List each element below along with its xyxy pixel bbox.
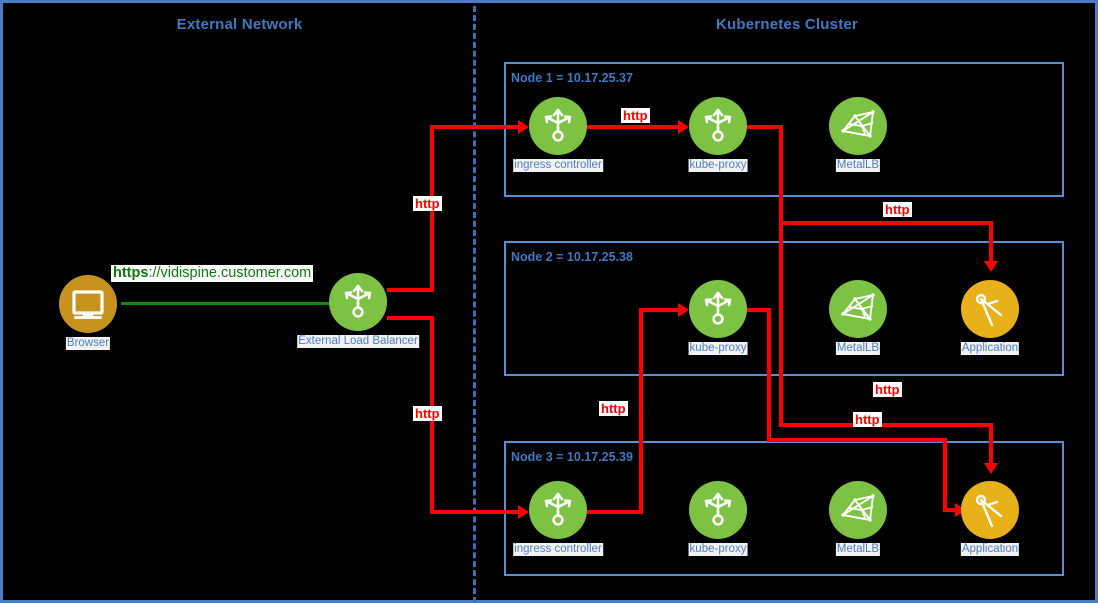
url-rest: ://vidispine.customer.com	[148, 265, 312, 281]
wire-app3-entry	[943, 508, 963, 512]
mesh-icon	[841, 110, 875, 138]
wire-ingress3-up	[639, 308, 643, 514]
wire-proxy2-down	[767, 308, 771, 442]
node3-ingress-controller[interactable]: ingress controller	[513, 481, 603, 556]
node3-application-label: Application	[960, 543, 1020, 556]
wire-proxy2-to-app3	[767, 438, 947, 442]
compass-icon	[975, 494, 1003, 528]
node-box-1	[504, 62, 1064, 197]
https-url-label: https://vidispine.customer.com	[111, 265, 314, 282]
wire-into-app3-from-node1	[989, 423, 993, 467]
node3-kube-proxy[interactable]: kube-proxy	[688, 481, 748, 556]
wire-proxy1-to-app2	[779, 221, 993, 225]
trident-icon	[544, 108, 572, 142]
url-scheme: https	[113, 265, 149, 281]
browser-node[interactable]: Browser	[59, 275, 117, 350]
node3-metallb-label: MetalLB	[835, 543, 881, 556]
node-2-label: Node 2 = 10.17.25.38	[511, 250, 633, 264]
node2-application[interactable]: Application	[960, 280, 1020, 355]
network-boundary-divider	[473, 6, 476, 603]
trident-icon	[704, 108, 732, 142]
wire-proxy1-to-app3	[779, 423, 993, 427]
trident-icon	[344, 284, 372, 318]
http-label-proxy1-app2: http	[883, 202, 912, 217]
wire-browser-to-lb	[121, 302, 336, 305]
trident-icon	[544, 492, 572, 526]
monitor-icon	[72, 290, 104, 319]
kubernetes-cluster-title: Kubernetes Cluster	[716, 16, 858, 33]
wire-into-app3-side	[943, 438, 947, 510]
wire-to-node3-ingress	[430, 510, 523, 514]
external-network-title: External Network	[176, 16, 303, 33]
http-label-ingress1-proxy1: http	[621, 108, 650, 123]
arrowhead-node3-ingress	[518, 505, 529, 519]
trident-icon	[704, 492, 732, 526]
browser-label: Browser	[65, 337, 111, 350]
wire-into-app2	[989, 221, 993, 265]
node1-ingress-controller-label: ingress controller	[513, 159, 603, 172]
http-label-proxy1-app3: http	[853, 412, 882, 427]
wire-ingress1-to-proxy1	[587, 125, 683, 129]
node1-kube-proxy[interactable]: kube-proxy	[688, 97, 748, 172]
wire-to-node2-proxy	[639, 308, 683, 312]
external-load-balancer-label: External Load Balancer	[297, 335, 419, 348]
node1-metallb-label: MetalLB	[835, 159, 881, 172]
arrowhead-node1-ingress	[518, 120, 529, 134]
wire-proxy1-exit	[747, 125, 783, 129]
node2-metallb-label: MetalLB	[835, 342, 881, 355]
application-circle-3	[961, 481, 1019, 539]
http-label-lb-node3: http	[413, 406, 442, 421]
http-label-proxy2-app3: http	[873, 382, 902, 397]
compass-icon	[975, 293, 1003, 327]
wire-proxy1-down	[779, 125, 783, 427]
wire-proxy2-exit	[747, 308, 771, 312]
node3-application[interactable]: Application	[960, 481, 1020, 556]
wire-lb-out-top	[387, 288, 434, 292]
node1-kube-proxy-label: kube-proxy	[688, 159, 748, 172]
wire-lb-out-bottom	[387, 316, 434, 320]
node-box-3	[504, 441, 1064, 576]
node3-kube-proxy-label: kube-proxy	[688, 543, 748, 556]
wire-ingress3-exit	[587, 510, 643, 514]
arrowhead-app3-side	[955, 503, 966, 517]
arrowhead-app3-top	[984, 463, 998, 474]
trident-icon	[704, 291, 732, 325]
mesh-icon	[841, 494, 875, 522]
node-1-label: Node 1 = 10.17.25.37	[511, 71, 633, 85]
http-label-proxy2-up: http	[599, 401, 628, 416]
http-label-lb-node1: http	[413, 196, 442, 211]
arrowhead-proxy1	[678, 120, 689, 134]
node2-kube-proxy[interactable]: kube-proxy	[688, 280, 748, 355]
arrowhead-app2	[984, 261, 998, 272]
node3-metallb[interactable]: MetalLB	[829, 481, 887, 556]
node1-metallb[interactable]: MetalLB	[829, 97, 887, 172]
external-load-balancer-node[interactable]: External Load Balancer	[297, 273, 419, 348]
arrowhead-node2-proxy	[678, 303, 689, 317]
node1-ingress-controller[interactable]: ingress controller	[513, 97, 603, 172]
node3-ingress-controller-label: ingress controller	[513, 543, 603, 556]
node-3-label: Node 3 = 10.17.25.39	[511, 450, 633, 464]
node2-metallb[interactable]: MetalLB	[829, 280, 887, 355]
node2-application-label: Application	[960, 342, 1020, 355]
mesh-icon	[841, 293, 875, 321]
wire-to-node1-ingress	[430, 125, 523, 129]
application-circle-2	[961, 280, 1019, 338]
node-box-2	[504, 241, 1064, 376]
node2-kube-proxy-label: kube-proxy	[688, 342, 748, 355]
browser-circle	[59, 275, 117, 333]
